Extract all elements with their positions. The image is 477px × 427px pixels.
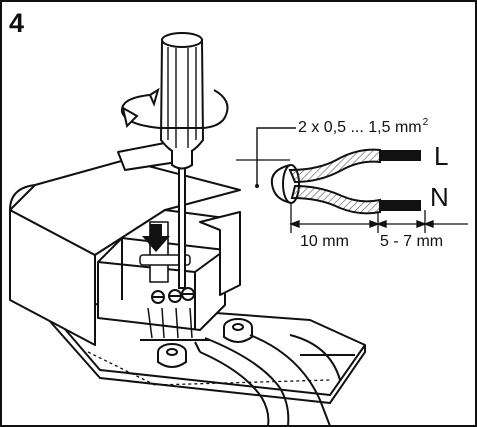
screwdriver-icon: [159, 32, 205, 289]
wire-spec-label: 2 x 0,5 ... 1,5 mm2: [298, 117, 428, 137]
conductor-strip-dimension: 5 - 7 mm: [380, 233, 444, 250]
wire-spec-superscript: 2: [422, 117, 429, 128]
step-number: 4: [9, 8, 25, 38]
device-housing: [9, 141, 366, 404]
dimension-lines: [289, 203, 468, 233]
live-conductor-label: L: [434, 141, 449, 171]
push-down-arrow-icon: [142, 224, 170, 252]
terminal-block: [97, 211, 253, 368]
cable-in-device: [194, 337, 290, 427]
rotation-arrow-icon: [120, 87, 229, 129]
cable-right: [249, 334, 355, 427]
spec-leader-line: [256, 127, 296, 185]
cable-detail: [270, 148, 421, 215]
wire-spec-text: 2 x 0,5 ... 1,5 mm: [298, 119, 422, 136]
sheath-strip-dimension: 10 mm: [300, 233, 349, 250]
neutral-conductor-label: N: [430, 182, 449, 212]
spec-leader-dot: [255, 184, 259, 188]
